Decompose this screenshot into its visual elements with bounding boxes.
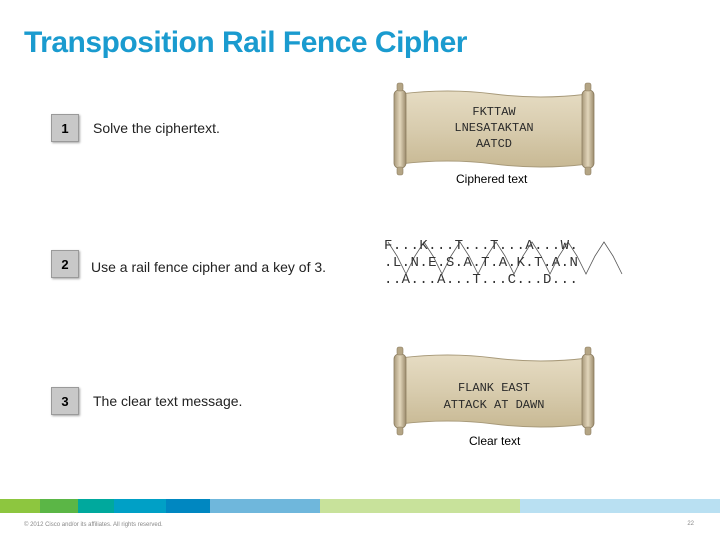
clear-scroll: FLANK EAST ATTACK AT DAWN [388, 346, 600, 436]
footer-bar-segment [166, 499, 210, 513]
footer-bar-segment [520, 499, 720, 513]
cipher-line-1: FKTTAW [388, 105, 600, 120]
rail-row-1: F...K...T...T...A...W. [384, 238, 578, 254]
cipher-caption: Ciphered text [456, 172, 527, 186]
clear-line-2: ATTACK AT DAWN [388, 398, 600, 413]
step-text-2: Use a rail fence cipher and a key of 3. [91, 259, 326, 275]
footer-bar-segment [40, 499, 78, 513]
footer-bar-segment [78, 499, 114, 513]
step-number-1: 1 [51, 114, 79, 142]
rail-row-2: .L.N.E.S.A.T.A.K.T.A.N [384, 255, 578, 271]
page-title: Transposition Rail Fence Cipher [24, 26, 467, 60]
footer-bar-segment [114, 499, 166, 513]
footer-bar-segment [0, 499, 40, 513]
copyright-text: © 2012 Cisco and/or its affiliates. All … [24, 522, 163, 528]
step-text-1: Solve the ciphertext. [93, 120, 220, 136]
footer-color-bar [0, 499, 720, 513]
footer-bar-segment [320, 499, 520, 513]
page-number: 22 [687, 521, 694, 527]
step-text-3: The clear text message. [93, 393, 242, 409]
clear-line-1: FLANK EAST [388, 381, 600, 396]
footer-bar-segment [210, 499, 320, 513]
cipher-line-3: AATCD [388, 137, 600, 152]
step-number-3: 3 [51, 387, 79, 415]
cipher-line-2: LNESATAKTAN [388, 121, 600, 136]
clear-caption: Clear text [469, 434, 520, 448]
step-number-2: 2 [51, 250, 79, 278]
rail-row-3: ..A...A...T...C...D... [384, 272, 578, 288]
cipher-scroll: FKTTAW LNESATAKTAN AATCD [388, 82, 600, 176]
